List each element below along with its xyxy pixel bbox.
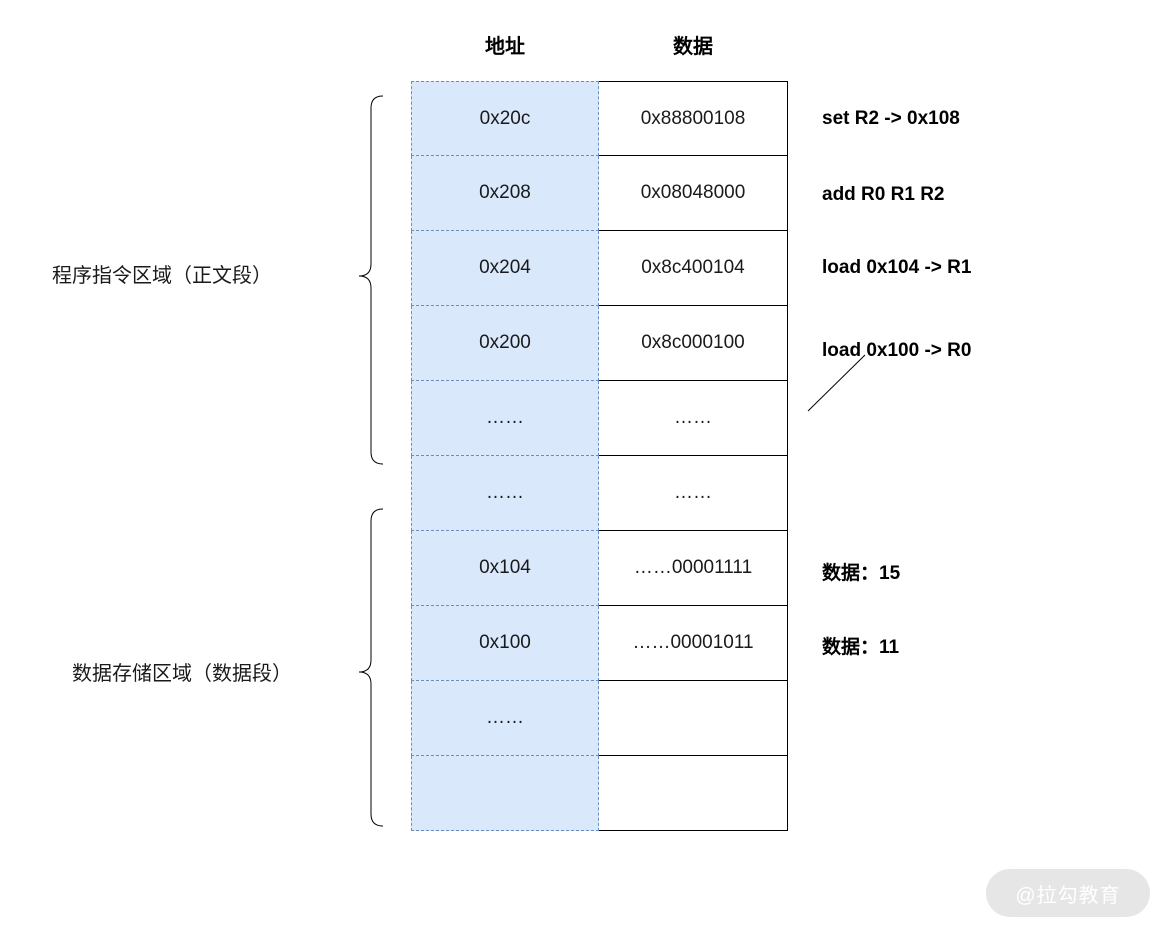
address-cell: 0x100	[411, 606, 599, 681]
pointer-line	[807, 354, 866, 412]
data-cell: ……00001111	[599, 531, 788, 606]
instruction-note-load-r0: load 0x100 -> R0	[822, 340, 972, 361]
code-region-label: 程序指令区域（正文段）	[52, 265, 272, 287]
address-cell: 0x204	[411, 231, 599, 306]
memory-row-ellipsis: …… ……	[411, 381, 788, 456]
data-cell: 0x8c000100	[599, 306, 788, 381]
memory-row-0x104: 0x104 ……00001111	[411, 531, 788, 606]
code-region-brace	[358, 95, 384, 465]
memory-row-0x20c: 0x20c 0x88800108	[411, 81, 788, 156]
data-cell	[599, 756, 788, 831]
instruction-note-set: set R2 -> 0x108	[822, 108, 960, 129]
address-cell: ……	[411, 381, 599, 456]
data-cell: 0x88800108	[599, 81, 788, 156]
address-cell: 0x104	[411, 531, 599, 606]
data-region-brace	[358, 508, 384, 827]
memory-row-empty	[411, 756, 788, 831]
data-cell: ……	[599, 381, 788, 456]
memory-row-0x200: 0x200 0x8c000100	[411, 306, 788, 381]
address-column-header: 地址	[485, 36, 525, 58]
address-cell: ……	[411, 681, 599, 756]
memory-row-0x204: 0x204 0x8c400104	[411, 231, 788, 306]
data-note-11: 数据：11	[822, 637, 900, 658]
data-region-label: 数据存储区域（数据段）	[72, 663, 292, 685]
address-cell	[411, 756, 599, 831]
address-cell: 0x208	[411, 156, 599, 231]
memory-row-0x100: 0x100 ……00001011	[411, 606, 788, 681]
data-cell: ……	[599, 456, 788, 531]
address-cell: 0x200	[411, 306, 599, 381]
data-cell	[599, 681, 788, 756]
address-cell: ……	[411, 456, 599, 531]
instruction-note-add: add R0 R1 R2	[822, 184, 945, 205]
memory-row-ellipsis: ……	[411, 681, 788, 756]
data-cell: 0x08048000	[599, 156, 788, 231]
data-note-15: 数据：15	[822, 563, 901, 584]
data-cell: 0x8c400104	[599, 231, 788, 306]
memory-row-ellipsis: …… ……	[411, 456, 788, 531]
address-cell: 0x20c	[411, 81, 599, 156]
data-cell: ……00001011	[599, 606, 788, 681]
data-column-header: 数据	[673, 36, 713, 58]
memory-table: 0x20c 0x88800108 0x208 0x08048000 0x204 …	[411, 81, 788, 831]
watermark-badge: @拉勾教育	[986, 869, 1150, 917]
instruction-note-load-r1: load 0x104 -> R1	[822, 257, 972, 278]
memory-row-0x208: 0x208 0x08048000	[411, 156, 788, 231]
